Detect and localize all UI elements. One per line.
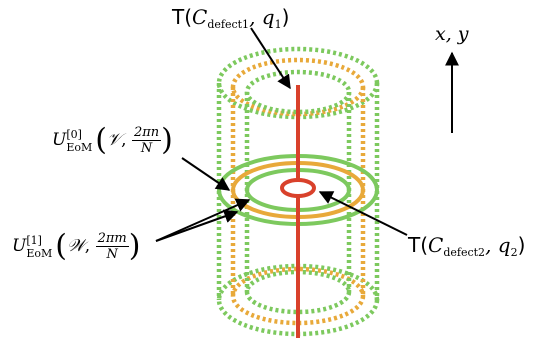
eom1-U: U bbox=[12, 236, 27, 256]
eom0-sup: [0] bbox=[66, 127, 82, 141]
axis-label: x, y bbox=[435, 23, 469, 45]
eom0-arrow bbox=[181, 157, 231, 191]
eom1-den: N bbox=[106, 247, 118, 262]
eom1-arrow-b bbox=[155, 198, 251, 242]
eom1-field: 𝒲 bbox=[66, 236, 85, 256]
eom1-arrow-a bbox=[155, 209, 239, 242]
eom0-den: N bbox=[140, 141, 153, 156]
eom1-sup: [1] bbox=[26, 233, 42, 247]
defect2-arrow bbox=[318, 191, 408, 236]
defect2-sub: defect2 bbox=[443, 246, 486, 259]
defect1-close: ) bbox=[281, 5, 290, 29]
defect2-idx: 2 bbox=[510, 246, 518, 259]
defect1-idx: 1 bbox=[274, 18, 282, 31]
defect2-label: T(Cdefect2, q2) bbox=[408, 232, 525, 266]
defect2-close: ) bbox=[517, 233, 526, 257]
defect1-rest: , q bbox=[249, 5, 275, 29]
eom0-U: U bbox=[52, 130, 67, 150]
eom0-sub: EoM bbox=[66, 140, 93, 154]
defect1-label: T(Cdefect1, q1) bbox=[172, 4, 289, 38]
eom1-sub: EoM bbox=[26, 246, 53, 260]
eom0-num: 2πn bbox=[131, 125, 162, 141]
eom0-field: 𝒱 bbox=[106, 130, 122, 150]
defect1-cal: C bbox=[192, 5, 208, 29]
defect1-arrow bbox=[250, 27, 291, 90]
defect1-op: T( bbox=[172, 5, 193, 29]
defect1-sub: defect1 bbox=[207, 18, 250, 31]
eom1-num: 2πm bbox=[95, 231, 129, 247]
defect2-op: T( bbox=[408, 233, 429, 257]
defect2-cal: C bbox=[428, 233, 444, 257]
defect2-ring bbox=[280, 178, 316, 198]
middle-cylinder-bottom bbox=[230, 266, 366, 326]
defect2-rest: , q bbox=[485, 233, 511, 257]
